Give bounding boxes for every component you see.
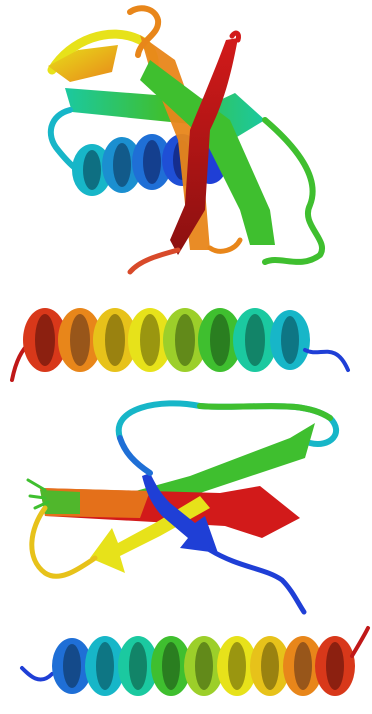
- ribbon-coil-red-bottom: [130, 250, 178, 272]
- protein-ribbon-panel-4: [0, 616, 372, 714]
- alpha-helix-rainbow: [23, 308, 310, 372]
- beta-strand-yellow: [48, 45, 118, 82]
- protein-ribbon-panel-1: [0, 0, 372, 280]
- protein-ribbon-panel-3: [0, 398, 372, 616]
- protein-ribbon-panel-2: [0, 280, 372, 398]
- ribbon-illustration-4: [0, 616, 372, 714]
- ribbon-illustration-2: [0, 280, 372, 398]
- ribbon-illustration-3: [0, 398, 372, 616]
- ribbon-illustration-1: [0, 0, 372, 280]
- ribbon-coil-blue-tail: [210, 550, 304, 612]
- alpha-helix-rainbow-reverse: [52, 636, 355, 696]
